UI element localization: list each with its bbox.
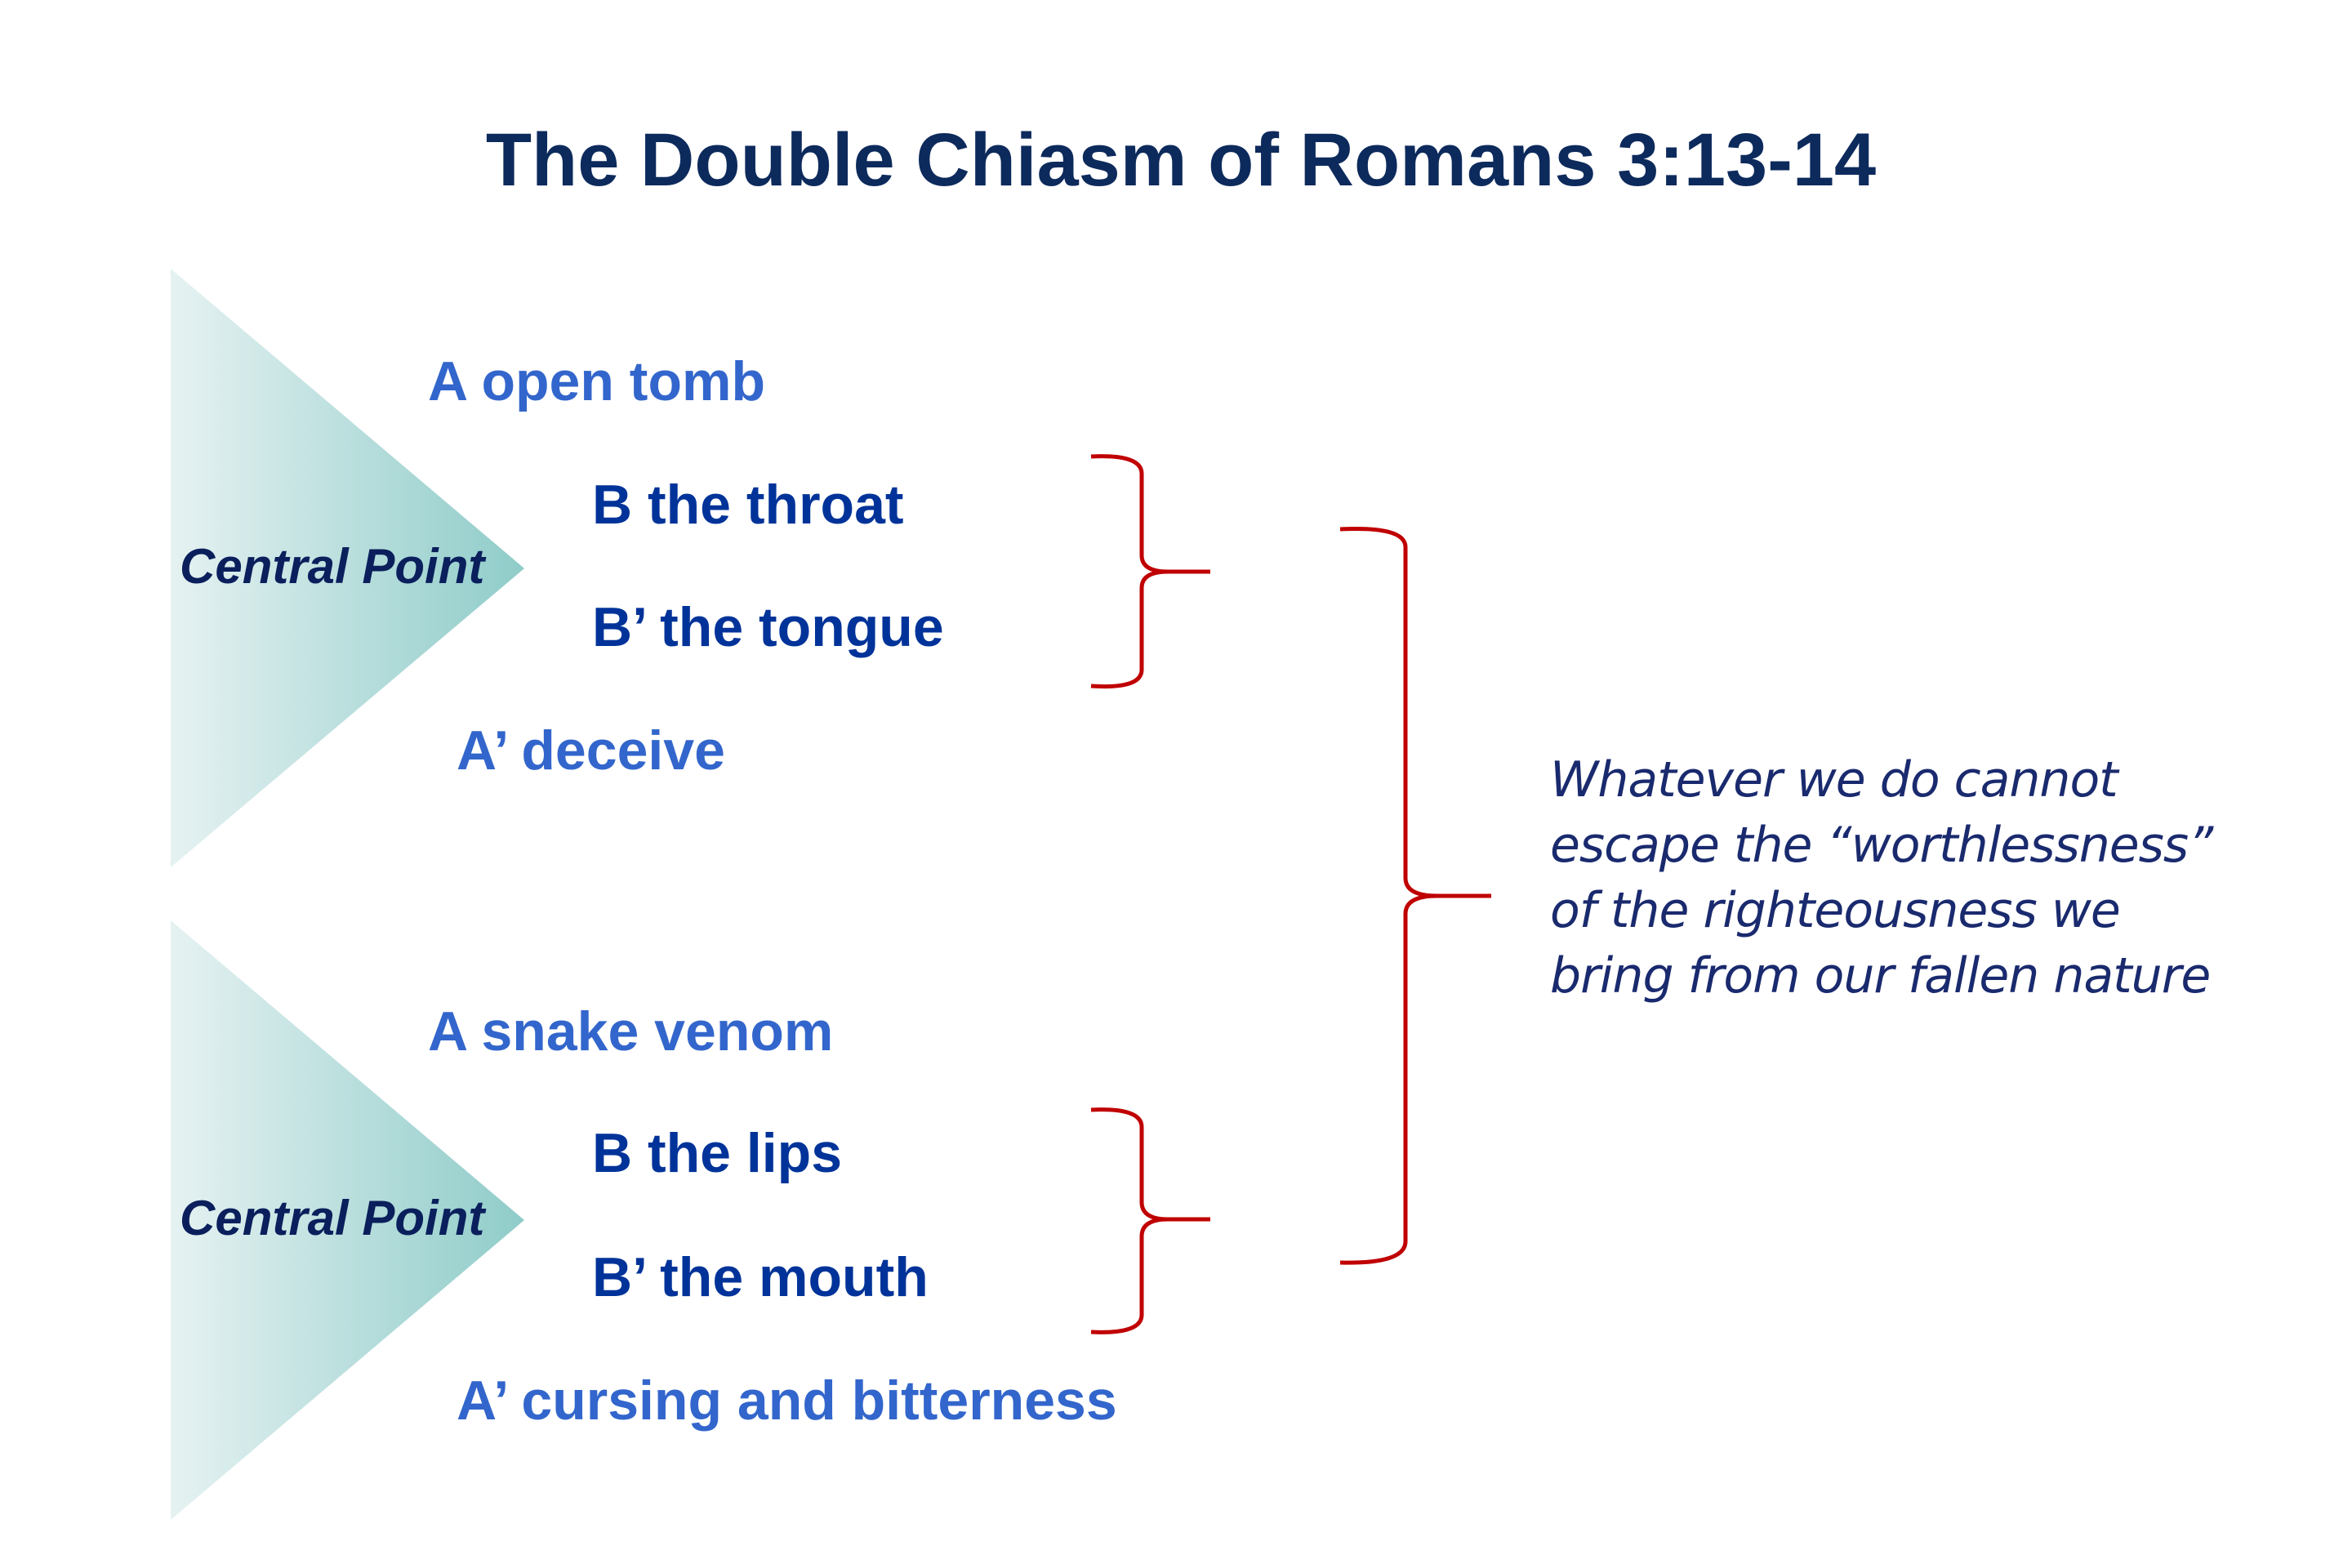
chiasm-item-b-prime: B’ the mouth [592,1246,929,1308]
central-point-label: Central Point [180,539,485,594]
conclusion-line: escape the “worthlessness” [1550,817,2213,874]
conclusion-line: of the righteousness we [1550,882,2121,939]
central-point-label: Central Point [180,1191,485,1245]
brace-1 [1090,454,1210,689]
chiasm-item-a-prime: A’ deceive [457,719,725,782]
chiasm-triangle-2 [171,920,524,1520]
chiasm-item-a-prime: A’ cursing and bitterness [457,1370,1117,1432]
brace-2 [1090,1107,1210,1334]
chiasm-triangle-1 [171,269,524,867]
chiasm-item-a: A open tomb [428,350,765,412]
chiasm-item-b-prime: B’ the tongue [592,596,944,658]
conclusion-line: Whatever we do cannot [1550,751,2118,808]
conclusion-text: Whatever we do cannot escape the “worthl… [1550,747,2213,1009]
page-title: The Double Chiasm of Romans 3:13-14 [485,118,1877,202]
conclusion-line: bring from our fallen nature [1550,947,2211,1004]
brace-large [1339,527,1491,1265]
chiasm-item-a: A snake venom [428,1000,834,1062]
chiasm-item-b: B the lips [592,1122,843,1184]
chiasm-item-b: B the throat [592,474,904,536]
